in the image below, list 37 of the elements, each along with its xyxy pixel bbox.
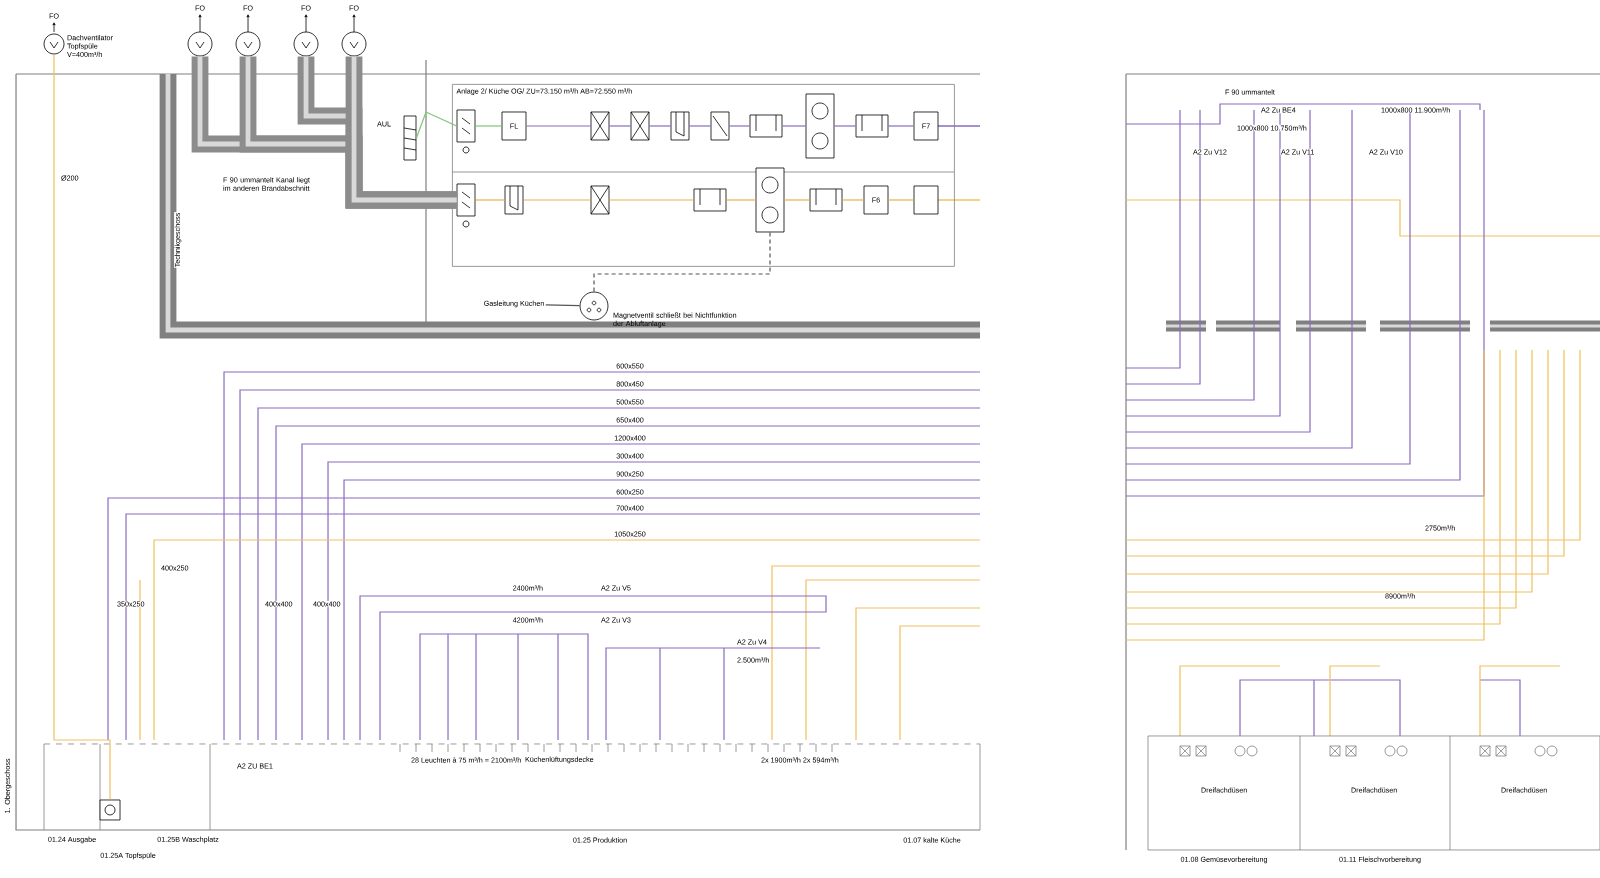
duct-line [522,199,592,201]
silencer-box [693,188,727,212]
silencer-box [749,114,783,138]
damper-box [456,183,476,228]
duct-line [53,53,111,801]
heat-exchanger-box [590,185,610,215]
heat-exchanger-box [590,111,610,141]
duct-line [608,199,695,201]
silencer-box [809,188,843,212]
fan-unit [805,93,835,159]
duct-line [781,125,807,127]
pot-washer-box [99,799,121,821]
duct-line [887,125,915,127]
filter-box [504,185,524,215]
duct-line [474,125,503,127]
duct-line [688,125,712,127]
duct-line [725,199,757,201]
duct-line [841,199,865,201]
silencer-box [855,114,889,138]
duct-line [648,125,672,127]
duct-line [887,199,915,201]
duct-line [525,125,592,127]
duct-line [345,56,457,209]
duct-line [545,304,581,307]
duct-line [783,199,811,201]
heat-exchanger-box [630,111,650,141]
duct-line [474,199,506,201]
duct-line [593,231,771,293]
fan-unit [755,167,785,233]
duct-line [415,111,458,139]
duct-line [833,125,857,127]
filter-box [670,111,690,141]
duct-line [728,125,751,127]
duct-line [608,125,632,127]
heater-box [710,111,730,141]
filter-box [913,185,939,215]
damper-box [456,109,476,154]
